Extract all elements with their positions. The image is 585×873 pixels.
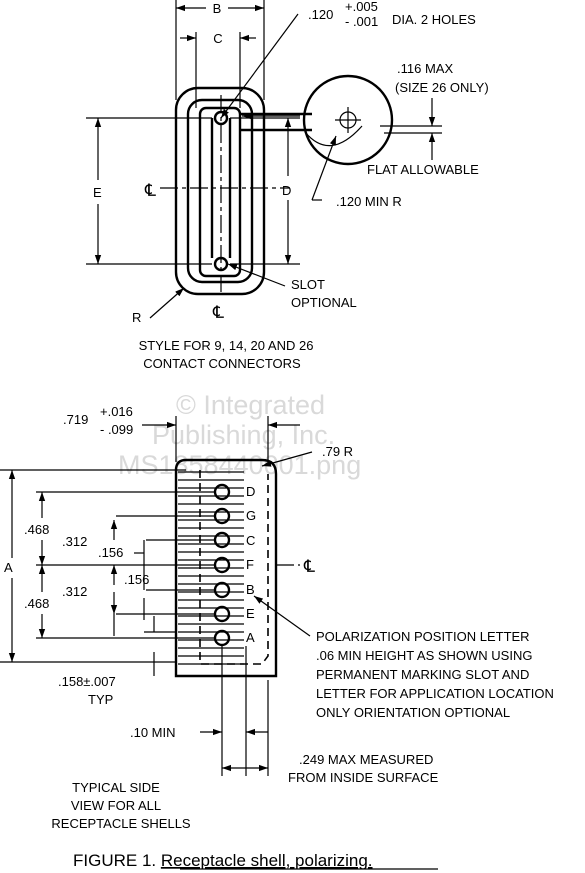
polarization-note-3: PERMANENT MARKING SLOT AND <box>316 667 529 682</box>
watermark-line-1: © Integrated <box>176 390 325 420</box>
letter-f: F <box>246 557 254 572</box>
caption-title: Receptacle shell, polarizing. <box>161 851 373 870</box>
min-10-label: .10 MIN <box>130 725 176 740</box>
slot-f <box>213 556 231 574</box>
watermark-line-3: MS1858440001.png <box>118 450 361 480</box>
typical-side-line-1: TYPICAL SIDE <box>72 780 160 795</box>
slot-positions <box>213 483 231 647</box>
slot-b <box>213 581 231 599</box>
side-centerline-symbol: ℄ <box>303 557 315 576</box>
hole-dia-desc: DIA. 2 HOLES <box>392 12 476 27</box>
side-view: .719 +.016 - .099 .79 R <box>0 404 554 831</box>
letter-g: G <box>246 508 256 523</box>
slot-e <box>213 605 231 623</box>
width-value: .719 <box>63 412 88 427</box>
slot-c <box>213 531 231 549</box>
top-view: B C ℄ ℄ E D .120 +.005 - .001 <box>86 0 489 371</box>
slot-a <box>213 629 231 647</box>
letter-a: A <box>246 630 255 645</box>
dim-312-lower: .312 <box>62 584 87 599</box>
dim-a-label: A <box>4 560 13 575</box>
measured-line-2: FROM INSIDE SURFACE <box>288 770 439 785</box>
shell-outer-outline <box>174 86 266 296</box>
centerline-v-symbol: ℄ <box>212 303 224 322</box>
corner-radius-label: .79 R <box>322 444 353 459</box>
letter-b: B <box>246 582 255 597</box>
hole-dia-value: .120 <box>308 7 333 22</box>
insert-outline <box>198 106 242 278</box>
style-line-2: CONTACT CONNECTORS <box>143 356 301 371</box>
dim-r-label: R <box>132 310 141 325</box>
min-radius-label: .120 MIN R <box>336 194 402 209</box>
polarization-note-5: ONLY ORIENTATION OPTIONAL <box>316 705 510 720</box>
centerline-h-symbol: ℄ <box>144 181 156 200</box>
dim-b-label: B <box>213 1 222 16</box>
slot-d <box>213 483 231 501</box>
caption-prefix: FIGURE 1. <box>73 851 161 870</box>
side-shell-outline <box>174 458 278 678</box>
inner-surface-dashed <box>199 470 269 665</box>
polarization-note-2: .06 MIN HEIGHT AS SHOWN USING <box>316 648 532 663</box>
slot-label-2: OPTIONAL <box>291 295 357 310</box>
pitch-value: .158±.007 <box>58 674 116 689</box>
letter-c: C <box>246 533 255 548</box>
shell-hatching <box>178 471 244 665</box>
dim-468-lower: .468 <box>24 596 49 611</box>
hole-tol-plus: +.005 <box>345 0 378 14</box>
polarization-note-4: LETTER FOR APPLICATION LOCATION <box>316 686 554 701</box>
typical-side-line-2: VIEW FOR ALL <box>71 798 161 813</box>
dim-e-label: E <box>93 185 102 200</box>
style-line-1: STYLE FOR 9, 14, 20 AND 26 <box>139 338 314 353</box>
flat-max-value: .116 MAX <box>397 61 453 76</box>
hole-tol-minus: - .001 <box>345 14 378 29</box>
letter-d: D <box>246 484 255 499</box>
dim-c-label: C <box>213 31 222 46</box>
flat-allowable-label: FLAT ALLOWABLE <box>367 162 479 177</box>
pitch-typ: TYP <box>88 692 113 707</box>
dim-156-upper: .156 <box>98 545 123 560</box>
dim-468-upper: .468 <box>24 522 49 537</box>
watermark: © Integrated Publishing, Inc. MS18584400… <box>118 390 361 480</box>
dim-312-upper: .312 <box>62 534 87 549</box>
figure-caption: FIGURE 1. Receptacle shell, polarizing. <box>73 851 373 870</box>
typical-side-line-3: RECEPTACLE SHELLS <box>51 816 191 831</box>
letter-e: E <box>246 606 255 621</box>
slot-label-1: SLOT <box>291 277 325 292</box>
width-tol-plus: +.016 <box>100 404 133 419</box>
shell-inner-outline <box>186 98 254 284</box>
measured-line-1: .249 MAX MEASURED <box>299 752 433 767</box>
dim-156-lower: .156 <box>124 572 149 587</box>
position-letters: D G C F B E A <box>246 484 256 645</box>
dim-d-label: D <box>282 183 291 198</box>
flat-size-note: (SIZE 26 ONLY) <box>395 80 489 95</box>
watermark-line-2: Publishing, Inc. <box>152 420 335 450</box>
detail-circle <box>302 74 394 166</box>
polarization-note-1: POLARIZATION POSITION LETTER <box>316 629 530 644</box>
slot-g <box>213 507 231 525</box>
width-tol-minus: - .099 <box>100 422 133 437</box>
